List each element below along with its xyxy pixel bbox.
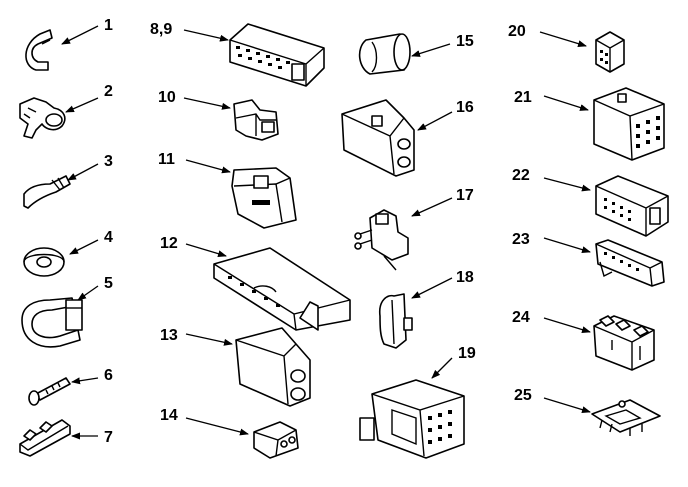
callout-18: 18 (456, 269, 474, 286)
leader-17 (411, 197, 453, 217)
leader-19 (431, 357, 453, 379)
callout-1: 1 (104, 17, 113, 34)
part-12-terminal-strip (213, 247, 351, 331)
leader-11 (185, 159, 231, 174)
leader-14 (185, 417, 249, 436)
part-10-small-plug (233, 99, 279, 141)
leader-21 (543, 95, 589, 111)
part-14-small-receptacle (253, 421, 299, 459)
leader-15 (411, 43, 451, 57)
callout-13: 13 (160, 327, 178, 344)
callout-25: 25 (514, 387, 532, 404)
callout-17: 17 (456, 187, 474, 204)
callout-12: 12 (160, 235, 178, 252)
part-16-two-way-housing (341, 99, 415, 177)
callout-11: 11 (158, 151, 175, 168)
callout-4: 4 (104, 229, 113, 246)
callout-14: 14 (160, 407, 178, 424)
leader-23 (543, 237, 591, 254)
part-11-latch-connector (231, 167, 297, 229)
callout-10: 10 (158, 89, 176, 106)
leader-16 (417, 111, 453, 131)
part-5-clamp-bracket (21, 297, 83, 348)
callout-6: 6 (104, 367, 113, 384)
part-23-edge-connector (595, 239, 665, 287)
part-13-two-pin-housing (235, 327, 311, 407)
callout-19: 19 (458, 345, 476, 362)
leader-22 (543, 177, 591, 192)
callout-7: 7 (104, 429, 113, 446)
part-6-screw (28, 377, 71, 406)
callout-21: 21 (514, 89, 532, 106)
leader-13 (185, 333, 233, 346)
part-4-grommet (23, 247, 65, 277)
leader-24 (543, 317, 591, 334)
callout-3: 3 (104, 153, 113, 170)
leader-25 (543, 397, 591, 414)
callout-16: 16 (456, 99, 474, 116)
callout-2: 2 (104, 83, 113, 100)
callout-15: 15 (456, 33, 474, 50)
leader-18 (411, 277, 453, 299)
part-22-multipin-connector (595, 175, 669, 237)
callout-23: 23 (512, 231, 530, 248)
leader-6 (71, 377, 99, 385)
part-17-terminal-block (354, 209, 409, 271)
callout-5: 5 (104, 275, 113, 292)
leader-10 (183, 97, 231, 110)
leader-2 (65, 97, 99, 113)
part-25-circuit-plate (591, 399, 661, 436)
part-1-wire-clip (25, 29, 53, 71)
leader-5 (77, 285, 99, 301)
callout-8-9: 8,9 (150, 21, 172, 38)
part-8-9-multipin-housing (229, 23, 325, 87)
part-2-cable-clamp (19, 97, 66, 139)
callout-22: 22 (512, 167, 530, 184)
part-19-twelve-way-housing (359, 379, 465, 459)
callout-24: 24 (512, 309, 530, 326)
part-24-open-housing (593, 315, 655, 371)
leader-8-9 (183, 29, 229, 42)
leader-1 (61, 25, 99, 45)
part-18-latch-clip (378, 293, 413, 349)
part-20-small-cube (595, 31, 625, 73)
leader-4 (69, 239, 99, 255)
part-3-spring-clip (23, 175, 71, 209)
callout-20: 20 (508, 23, 526, 40)
part-15-sleeve (358, 33, 411, 75)
leader-12 (185, 243, 227, 258)
part-21-large-block (593, 87, 665, 161)
leader-3 (67, 163, 99, 181)
leader-20 (539, 31, 587, 48)
part-7-strain-relief (19, 419, 71, 457)
